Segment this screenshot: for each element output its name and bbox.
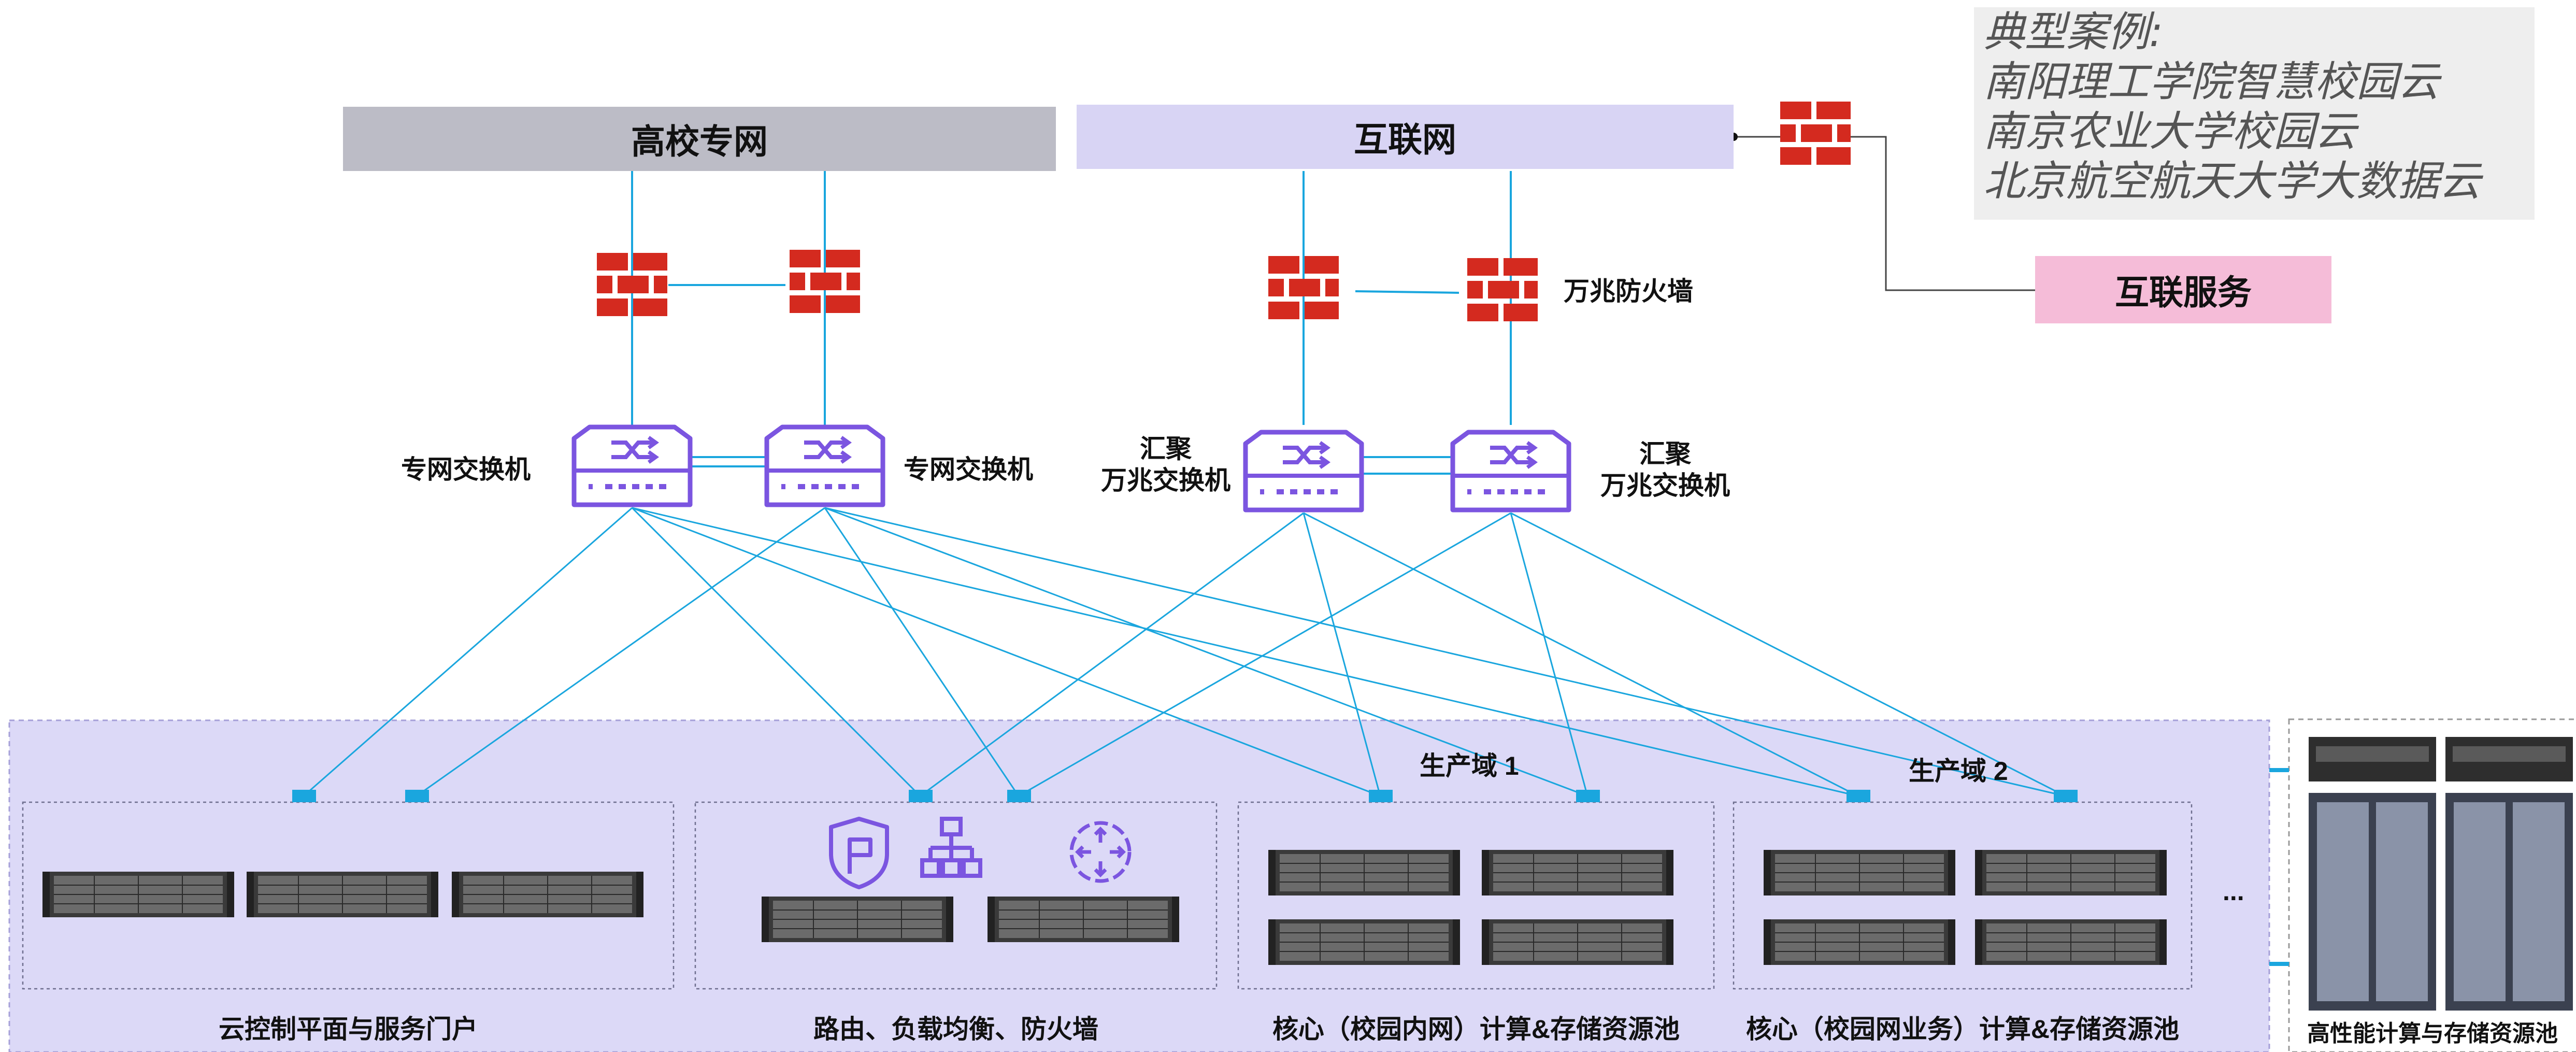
service-connector bbox=[1734, 136, 2039, 291]
private-switch-left-label: 专网交换机 bbox=[401, 455, 531, 484]
router-icon bbox=[1069, 821, 1132, 883]
firewall-icon bbox=[1780, 102, 1851, 165]
switch-icon bbox=[767, 427, 883, 505]
campus-net-bar: 高校专网 bbox=[343, 107, 1056, 171]
agg-switch-right-label: 汇聚 万兆交换机 bbox=[1587, 438, 1743, 502]
server-icon bbox=[451, 871, 644, 918]
hpc-links bbox=[2269, 768, 2289, 966]
agg-switch-right-line2: 万兆交换机 bbox=[1600, 471, 1730, 500]
core-intranet-label: 核心（校园内网）计算&存储资源池 bbox=[1272, 1015, 1680, 1044]
internet-bar: 互联网 bbox=[1077, 105, 1734, 169]
server-icon bbox=[1481, 849, 1674, 896]
shield-icon bbox=[829, 817, 889, 889]
server-icon bbox=[987, 896, 1180, 943]
load-balancer-icon bbox=[920, 817, 982, 878]
switch-icon bbox=[1453, 432, 1569, 510]
ports bbox=[292, 790, 2078, 802]
uplink-lines bbox=[631, 171, 1512, 475]
switch-icon bbox=[574, 427, 690, 505]
agg-switch-left-label: 汇聚 万兆交换机 bbox=[1088, 433, 1243, 496]
cloud-control-label: 云控制平面与服务门户 bbox=[219, 1015, 478, 1044]
cloud-control-box bbox=[22, 801, 675, 990]
hpc-label: 高性能计算与存储资源池 bbox=[2307, 1021, 2558, 1046]
case-item: 北京航空航天大学大数据云 bbox=[1983, 157, 2481, 205]
agg-switch-right-line1: 汇聚 bbox=[1639, 439, 1691, 468]
server-icon bbox=[1268, 849, 1461, 896]
ellipsis-label: ... bbox=[2223, 877, 2244, 906]
server-icon bbox=[246, 871, 439, 918]
cases-title: 典型案例: bbox=[1983, 8, 2163, 56]
core-business-box bbox=[1733, 801, 2193, 990]
server-icon bbox=[1974, 919, 2167, 965]
case-item: 南阳理工学院智慧校园云 bbox=[1983, 58, 2439, 106]
switch-icon bbox=[1246, 432, 1362, 510]
server-icon bbox=[42, 871, 235, 918]
prod-domain-2-label: 生产域 2 bbox=[1909, 757, 2008, 786]
firewall-label: 万兆防火墙 bbox=[1564, 277, 1693, 306]
core-intranet-box bbox=[1237, 801, 1715, 990]
server-icon bbox=[1763, 849, 1956, 896]
core-business-label: 核心（校园网业务）计算&存储资源池 bbox=[1745, 1015, 2180, 1044]
firewall-icon bbox=[1467, 258, 1538, 321]
server-icon bbox=[761, 896, 954, 943]
cases-panel: 典型案例: 南阳理工学院智慧校园云 南京农业大学校园云 北京航空航天大学大数据云 bbox=[1974, 7, 2535, 220]
prod-domain-1-label: 生产域 1 bbox=[1420, 751, 1519, 780]
internet-service-box: 互联服务 bbox=[2035, 256, 2331, 323]
private-switch-right-label: 专网交换机 bbox=[904, 455, 1033, 484]
server-icon bbox=[1763, 919, 1956, 965]
rack-icon bbox=[2309, 737, 2573, 1011]
case-item: 南京农业大学校园云 bbox=[1983, 107, 2356, 155]
routing-label: 路由、负载均衡、防火墙 bbox=[813, 1015, 1098, 1044]
server-icon bbox=[1974, 849, 2167, 896]
agg-switch-left-line2: 万兆交换机 bbox=[1101, 466, 1230, 495]
server-icon bbox=[1481, 919, 1674, 965]
agg-switch-left-line1: 汇聚 bbox=[1140, 434, 1192, 463]
server-icon bbox=[1268, 919, 1461, 965]
downlink-lines bbox=[303, 507, 2066, 797]
